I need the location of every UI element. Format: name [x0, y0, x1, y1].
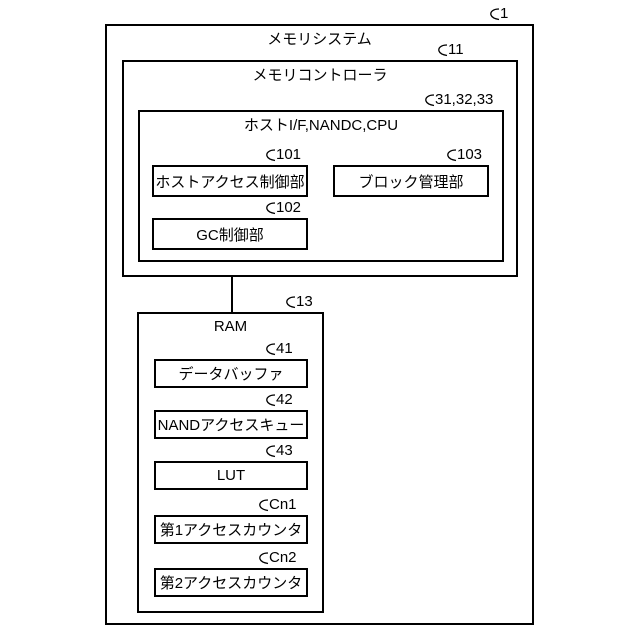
ref-number: 41 — [276, 340, 293, 357]
ram-title: RAM — [213, 318, 248, 335]
ref-callout-first-access-counter: Cn1 — [258, 497, 297, 513]
host-access-control-block: ホストアクセス制御部 — [152, 165, 308, 197]
second-access-counter-block: 第2アクセスカウンタ — [154, 568, 308, 597]
ref-callout-host-access-control: 101 — [265, 147, 301, 163]
leader-hook-icon — [437, 44, 448, 57]
lut-block: LUT — [154, 461, 308, 490]
leader-hook-icon — [265, 202, 276, 215]
leader-hook-icon — [285, 296, 296, 309]
ref-callout-second-access-counter: Cn2 — [258, 550, 297, 566]
ref-callout-data-buffer: 41 — [265, 341, 293, 357]
ref-callout-lut: 43 — [265, 443, 293, 459]
leader-hook-icon — [265, 149, 276, 162]
memory-controller-title: メモリコントローラ — [252, 67, 388, 84]
ref-number: 101 — [276, 146, 302, 163]
ref-number: 1 — [500, 5, 509, 22]
ref-callout-gc-control: 102 — [265, 200, 301, 216]
ref-callout-host-if-nandc-cpu: 31,32,33 — [424, 92, 493, 108]
ref-callout-ram: 13 — [285, 294, 313, 310]
connector-controller-to-ram — [231, 277, 233, 313]
leader-hook-icon — [265, 394, 276, 407]
ref-number: Cn1 — [269, 496, 297, 513]
leader-hook-icon — [258, 552, 269, 565]
host-if-nandc-cpu-title: ホストI/F,NANDC,CPU — [243, 117, 399, 134]
gc-control-block: GC制御部 — [152, 218, 308, 250]
ref-number: 103 — [457, 146, 483, 163]
ref-callout-memory-system: 1 — [489, 6, 508, 22]
leader-hook-icon — [258, 499, 269, 512]
ref-number: Cn2 — [269, 549, 297, 566]
block-management-block: ブロック管理部 — [333, 165, 489, 197]
ref-number: 42 — [276, 391, 293, 408]
ref-callout-memory-controller: 11 — [437, 42, 464, 58]
ref-number: 102 — [276, 199, 302, 216]
leader-hook-icon — [446, 149, 457, 162]
nand-access-queue-block: NANDアクセスキュー — [154, 410, 308, 439]
ref-number: 31,32,33 — [435, 91, 494, 108]
leader-hook-icon — [265, 445, 276, 458]
ref-callout-nand-access-queue: 42 — [265, 392, 293, 408]
leader-hook-icon — [265, 343, 276, 356]
first-access-counter-block: 第1アクセスカウンタ — [154, 515, 308, 544]
ref-number: 13 — [296, 293, 313, 310]
ref-number: 43 — [276, 442, 293, 459]
data-buffer-block: データバッファ — [154, 359, 308, 388]
memory-system-title: メモリシステム — [267, 31, 372, 48]
ref-callout-block-management: 103 — [446, 147, 482, 163]
leader-hook-icon — [424, 94, 435, 107]
ref-number: 11 — [448, 41, 464, 58]
leader-hook-icon — [489, 8, 500, 21]
